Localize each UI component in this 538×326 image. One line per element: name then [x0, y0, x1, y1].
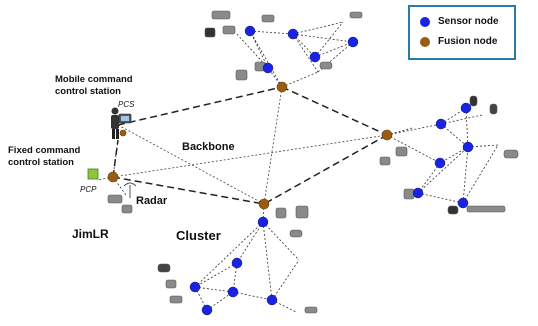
camera-icon [121, 204, 133, 214]
fusion-node-legend-icon [420, 36, 430, 47]
camera-icon [447, 205, 459, 215]
radar-icon [123, 182, 137, 198]
legend: Sensor node Fusion node [408, 5, 516, 60]
sensor-node [434, 157, 446, 169]
sensor-node [347, 36, 359, 48]
sensor-node [227, 286, 239, 298]
sensor-node [189, 281, 201, 293]
legend-sensor-label: Sensor node [438, 16, 499, 27]
sensor-node [309, 51, 321, 63]
sensor-node [412, 187, 424, 199]
camera-icon [204, 27, 216, 38]
sensor-node [257, 216, 269, 228]
camera-icon [222, 25, 236, 35]
camera-icon [169, 295, 183, 304]
fusion-node [119, 129, 127, 137]
legend-sensor-row: Sensor node [420, 16, 499, 27]
camera-icon [469, 95, 478, 107]
fusion-node [381, 129, 393, 141]
sensor-node [287, 28, 299, 40]
camera-icon [503, 149, 519, 159]
jimlr-label: JimLR [72, 227, 109, 241]
operator-icon [111, 107, 132, 139]
fixed-station-label-line2: control station [8, 157, 74, 168]
mobile-station-label-line2: control station [55, 86, 121, 97]
fusion-nodes [107, 81, 393, 210]
sensor-node [462, 141, 474, 153]
backbone-links [112, 86, 388, 205]
sensor-node [266, 294, 278, 306]
camera-icon [211, 10, 231, 20]
pcs-label: PCS [118, 100, 135, 109]
sensor-node [262, 62, 274, 74]
camera-icon [349, 11, 363, 19]
camera-icon [395, 146, 408, 157]
camera-icon [319, 61, 333, 70]
sensor-node [201, 304, 213, 316]
cluster-links [96, 21, 499, 313]
fusion-node [276, 81, 288, 93]
cross-links [112, 86, 388, 205]
sensor-node [457, 197, 469, 209]
sensor-node [244, 25, 256, 37]
camera-icon [107, 194, 123, 204]
camera-icon [466, 205, 506, 213]
camera-icon [165, 279, 177, 289]
sensor-node-legend-icon [420, 16, 430, 27]
camera-icon [235, 69, 248, 81]
camera-icon [295, 205, 309, 219]
fixed-station-label-line1: Fixed command [8, 145, 81, 156]
sensor-node [460, 102, 472, 114]
fusion-node [107, 171, 119, 183]
fusion-node [258, 198, 270, 210]
pcp-square-icon [87, 168, 99, 180]
camera-icon [489, 103, 498, 115]
camera-icon [403, 188, 415, 200]
radar-label: Radar [136, 195, 168, 207]
sensor-node [231, 257, 243, 269]
backbone-label: Backbone [182, 141, 235, 153]
cluster-label: Cluster [176, 228, 221, 243]
camera-icon [261, 14, 275, 23]
device-icons [107, 10, 519, 314]
sensor-node [435, 118, 447, 130]
pcp-label: PCP [80, 185, 97, 194]
camera-icon [275, 207, 287, 219]
camera-icon [304, 306, 318, 314]
camera-icon [157, 263, 171, 273]
mobile-station-label-line1: Mobile command [55, 74, 133, 85]
legend-fusion-label: Fusion node [438, 36, 498, 47]
sensor-nodes [189, 25, 474, 316]
camera-icon [379, 156, 391, 166]
legend-fusion-row: Fusion node [420, 36, 497, 47]
camera-icon [289, 229, 303, 238]
